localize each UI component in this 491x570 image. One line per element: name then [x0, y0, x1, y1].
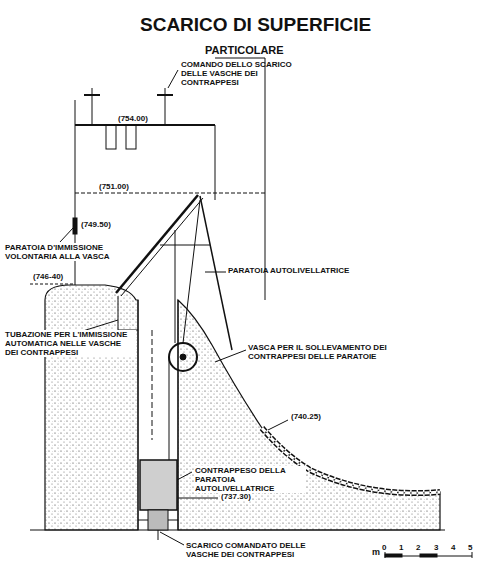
- elevation: (746-40): [32, 272, 64, 281]
- scale-number: 1: [399, 543, 403, 552]
- callout-label: PARATOIA D'IMMISSIONE VOLONTARIA ALLA VA…: [4, 243, 126, 261]
- elevation: (754.00): [117, 114, 149, 123]
- scale-number: 3: [434, 543, 438, 552]
- title: SCARICO DI SUPERFICIE: [140, 14, 371, 36]
- scale-number: 5: [468, 543, 472, 552]
- elevation: (740.25): [290, 412, 322, 421]
- scale-number: 4: [451, 543, 455, 552]
- callout-label: CONTRAPPESO DELLA PARATOIA AUTOLIVELLATR…: [194, 466, 306, 493]
- callout-label: TUBAZIONE PER L'IMMISSIONE AUTOMATICA NE…: [4, 330, 136, 357]
- scale-unit: m: [372, 547, 380, 557]
- elevation: (751.00): [98, 182, 130, 191]
- elevation: (749.50): [80, 220, 112, 229]
- scale-number: 0: [382, 543, 386, 552]
- callout-label: PARATOIA AUTOLIVELLATRICE: [228, 266, 349, 275]
- scale-number: 2: [416, 543, 420, 552]
- subtitle: PARTICOLARE: [205, 44, 284, 56]
- elevation: (737.30): [220, 492, 252, 501]
- callout-label: COMANDO DELLO SCARICO DELLE VASCHE DEI C…: [181, 60, 301, 87]
- callout-label: VASCA PER IL SOLLEVAMENTO DEI CONTRAPPES…: [248, 343, 418, 361]
- callout-label: SCARICO COMANDATO DELLE VASCHE DEI CONTR…: [186, 541, 306, 559]
